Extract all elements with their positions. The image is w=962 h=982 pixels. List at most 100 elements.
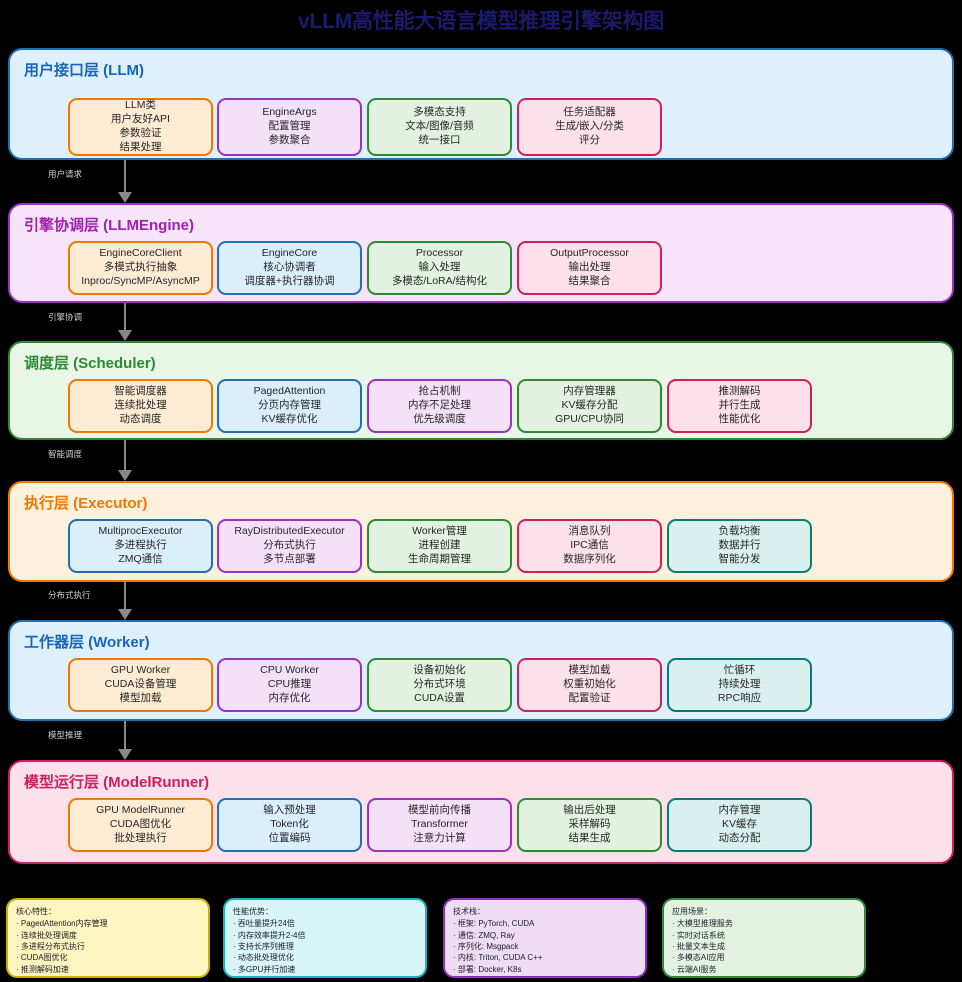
list-item: 支持长序列推理 <box>233 941 417 952</box>
arrow-line <box>124 160 126 193</box>
info-card-heading: 应用场景： <box>672 907 712 916</box>
component-name: GPU Worker <box>110 664 171 677</box>
arrow-head-icon <box>118 192 132 203</box>
info-card-list: 框架: PyTorch, CUDA通信: ZMQ, Ray序列化: Msgpac… <box>453 918 637 975</box>
component-name: LLM类 <box>125 99 156 112</box>
arrow-line <box>124 303 126 331</box>
component-name: Processor <box>415 247 464 260</box>
component-detail: 并行生成 <box>718 399 761 412</box>
component-name: 输入预处理 <box>263 804 316 817</box>
layer-title-executor: 执行层 (Executor) <box>24 495 148 512</box>
info-card-heading: 核心特性： <box>16 907 56 916</box>
component-box[interactable]: 抢占机制内存不足处理优先级调度 <box>367 379 512 433</box>
connector-label: 分布式执行 <box>48 590 91 600</box>
component-name: 多模态支持 <box>413 106 466 119</box>
component-name: GPU ModelRunner <box>96 804 185 817</box>
component-detail: 数据序列化 <box>563 552 616 565</box>
list-item: 部署: Docker, K8s <box>453 964 637 975</box>
component-detail: 分布式环境 <box>413 678 466 691</box>
component-detail: 调度器+执行器协调 <box>244 274 335 287</box>
component-detail: 模型加载 <box>119 691 162 704</box>
page-title: vLLM高性能大语言模型推理引擎架构图 <box>297 10 665 33</box>
list-item: 推测解码加速 <box>16 964 200 975</box>
component-detail: 输出处理 <box>568 261 611 274</box>
component-detail: 评分 <box>579 133 600 146</box>
component-detail: GPU/CPU协同 <box>555 412 624 425</box>
component-detail: KV缓存分配 <box>561 399 618 412</box>
list-item: 云端AI服务 <box>672 964 856 975</box>
component-name: 负载均衡 <box>718 525 761 538</box>
component-box[interactable]: 多模态支持文本/图像/音频统一接口 <box>367 98 512 156</box>
layer-title-worker: 工作器层 (Worker) <box>24 634 150 651</box>
component-detail: CUDA设备管理 <box>104 678 177 691</box>
component-name: CPU Worker <box>260 664 319 677</box>
component-detail: 配置管理 <box>268 120 311 133</box>
list-item: CUDA图优化 <box>16 952 200 963</box>
info-card: 性能优势：吞吐量提升24倍内存效率提升2-4倍支持长序列推理动态批处理优化多GP… <box>223 898 427 978</box>
component-box[interactable]: 模型加载权重初始化配置验证 <box>517 658 662 712</box>
component-detail: 生成/嵌入/分类 <box>555 120 624 133</box>
component-detail: KV缓存优化 <box>261 412 318 425</box>
component-name: 推测解码 <box>718 385 761 398</box>
component-name: Worker管理 <box>412 525 467 538</box>
component-detail: 进程创建 <box>418 539 461 552</box>
component-detail: IPC通信 <box>570 539 609 552</box>
component-detail: 采样解码 <box>568 818 611 831</box>
component-detail: 多节点部署 <box>263 552 316 565</box>
component-box[interactable]: 负载均衡数据并行智能分发 <box>667 519 812 573</box>
list-item: 多GPU并行加速 <box>233 964 417 975</box>
component-name: 模型前向传播 <box>408 804 471 817</box>
list-item: 多模态AI应用 <box>672 952 856 963</box>
component-detail: ZMQ通信 <box>118 552 163 565</box>
component-name: 抢占机制 <box>418 385 461 398</box>
list-item: 吞吐量提升24倍 <box>233 918 417 929</box>
component-box[interactable]: 任务适配器生成/嵌入/分类评分 <box>517 98 662 156</box>
component-detail: 内存不足处理 <box>408 399 471 412</box>
component-detail: 数据并行 <box>718 539 761 552</box>
component-detail: 智能分发 <box>718 552 761 565</box>
component-detail: 参数聚合 <box>268 133 311 146</box>
component-detail: 内存优化 <box>268 691 311 704</box>
component-detail: Token化 <box>270 818 309 831</box>
component-box[interactable]: 输出后处理采样解码结果生成 <box>517 798 662 852</box>
list-item: 框架: PyTorch, CUDA <box>453 918 637 929</box>
arrow-head-icon <box>118 330 132 341</box>
component-detail: 统一接口 <box>418 133 461 146</box>
component-name: OutputProcessor <box>550 247 629 260</box>
component-name: EngineCore <box>261 247 318 260</box>
list-item: 批量文本生成 <box>672 941 856 952</box>
list-item: PagedAttention内存管理 <box>16 918 200 929</box>
component-name: 内存管理 <box>718 804 761 817</box>
layer-title-modelrunner: 模型运行层 (ModelRunner) <box>24 774 209 791</box>
component-box[interactable]: 推测解码并行生成性能优化 <box>667 379 812 433</box>
component-box[interactable]: 智能调度器连续批处理动态调度 <box>68 379 213 433</box>
component-name: PagedAttention <box>253 385 326 398</box>
component-box[interactable]: Worker管理进程创建生命周期管理 <box>367 519 512 573</box>
